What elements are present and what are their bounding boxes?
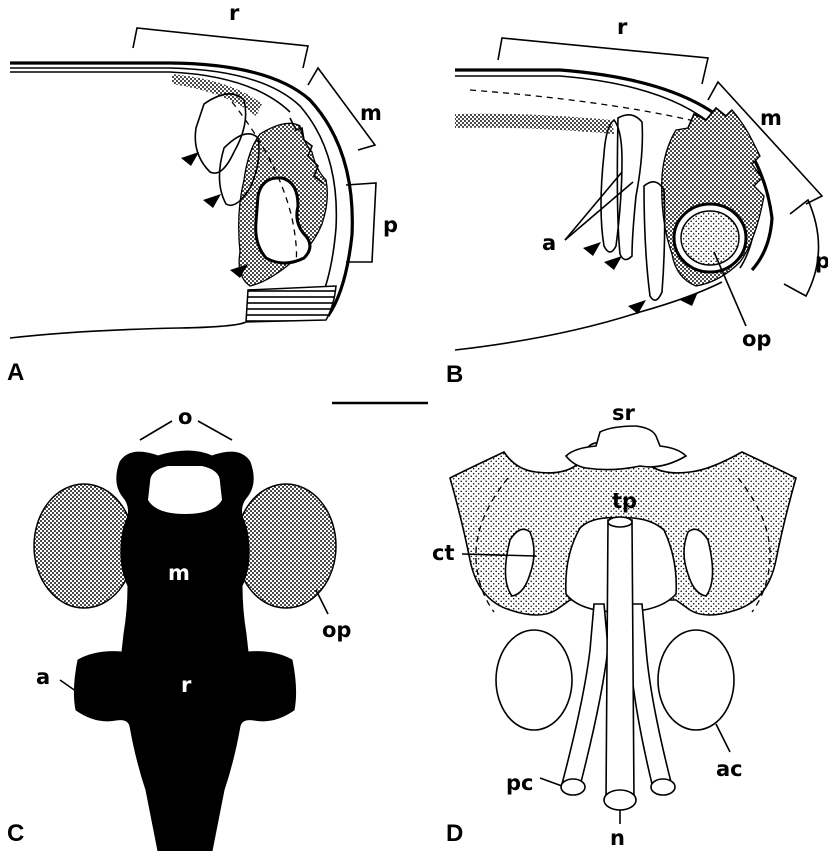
leader-pc-d [540,778,562,786]
arrowhead-b1 [583,242,601,256]
notochord-d [606,520,634,800]
panel-c: o p m r op a C [7,405,351,851]
label-m-b: m [760,106,782,130]
label-o-c: o [178,405,192,429]
op-right-c [236,484,336,608]
ventral-outline-b [455,282,722,350]
leader-a-b2 [565,182,633,240]
label-r: r [229,1,240,25]
panel-d: sr tp ct pc ac n D [432,401,796,850]
stippled-crest-a [172,74,262,116]
label-sr-d: sr [612,401,635,425]
leader-ac-d [716,724,730,752]
pc-right-end-d [651,779,675,795]
label-r-c: r [181,673,192,697]
label-ct-d: ct [432,541,455,565]
label-p: p [383,213,398,237]
panel-label-b: B [446,361,463,388]
panel-label-d: D [446,820,463,847]
panel-a: r m p A [7,1,398,386]
panel-label-a: A [7,359,24,386]
panel-label-c: C [7,820,24,847]
label-a-c: a [36,665,50,689]
label-m: m [360,101,382,125]
label-n-d: n [610,826,625,850]
label-m-c: m [168,561,190,585]
arrowhead-b2 [604,256,622,270]
label-tp-d: tp [612,489,637,513]
notochord-tip-d [608,517,632,527]
arrowhead-a1 [181,152,199,166]
op-left-c [34,484,134,608]
label-r-b: r [617,15,628,39]
label-op-c: op [322,618,351,642]
leader-o-left [140,421,172,440]
panel-b: r m p a op B [446,15,828,388]
hatched-region-a [246,286,336,322]
label-a-b: a [542,231,556,255]
arrowhead-a2 [203,194,221,208]
bracket-p-b [784,200,819,296]
arrowhead-b4 [680,292,698,306]
stippled-band-b [455,114,614,134]
label-ac-d: ac [716,757,743,781]
label-p-b: p [815,249,828,273]
ventral-outline-a [10,322,246,338]
pc-left-end-d [561,779,585,795]
leader-a-b1 [565,172,622,240]
notochord-end-d [604,790,636,810]
label-op-b: op [742,327,771,351]
otic-vesicle-inner-b [681,211,739,265]
bracket-r-b [498,38,708,84]
label-p-c: p [175,482,190,506]
sella-region-d [566,426,686,470]
ac-right-d [658,630,734,730]
label-pc-d: pc [506,771,533,795]
leader-op-c [316,590,328,614]
leader-o-right [198,421,232,440]
ac-left-d [496,630,572,730]
